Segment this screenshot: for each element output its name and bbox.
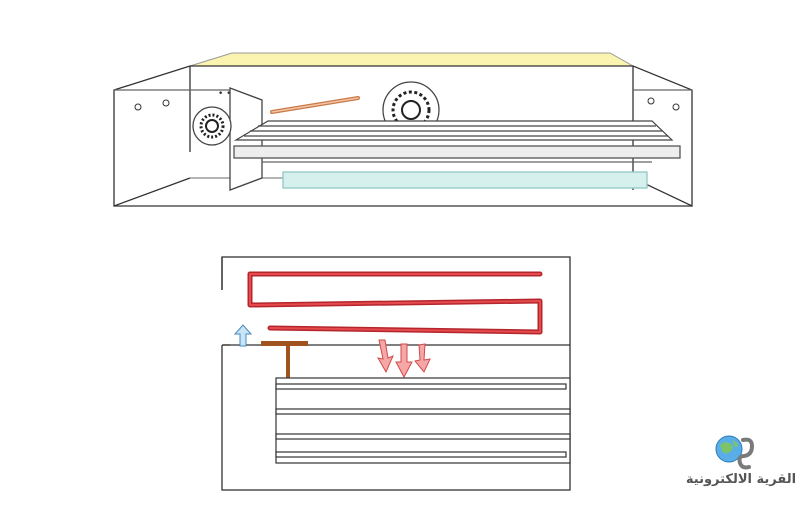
- rack-rails: [233, 120, 674, 141]
- svg-text:• • •: • • •: [218, 89, 240, 99]
- screw-hole: [647, 97, 655, 105]
- right-wall: [632, 65, 693, 208]
- globe-spiral-icon: [715, 435, 755, 470]
- arrow-down-icon: [414, 343, 431, 373]
- left-wall: [113, 65, 191, 207]
- shelves: [275, 377, 571, 464]
- fan-icon: [192, 106, 232, 146]
- screw-hole: [134, 103, 142, 111]
- top-heating-plate: [189, 52, 635, 67]
- oven-schematic: [220, 256, 571, 491]
- arrow-down-icon: [377, 339, 394, 374]
- baking-tray: [233, 145, 681, 159]
- screw-hole: [672, 103, 680, 111]
- arrow-down-icon: [395, 343, 413, 379]
- screw-hole: [162, 99, 170, 107]
- brand-name: القرية الالكترونية: [685, 472, 797, 487]
- bottom-light-tube: [282, 171, 648, 189]
- arrow-up-icon: [233, 324, 253, 347]
- oven-3d-view: • • •: [113, 52, 693, 208]
